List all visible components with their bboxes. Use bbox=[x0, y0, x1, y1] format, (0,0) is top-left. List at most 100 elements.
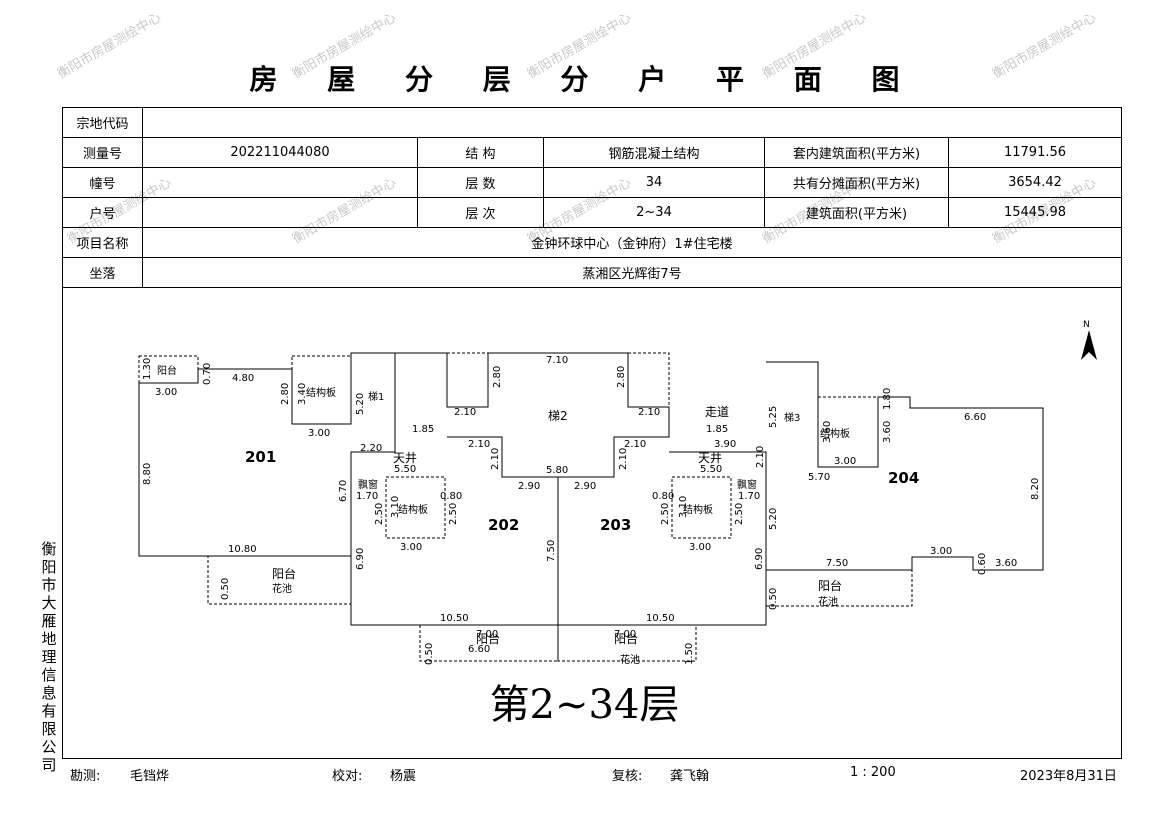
dim-label: 2.10 bbox=[755, 446, 766, 468]
company-name: 衡阳市大雁地理信息有限公司 bbox=[41, 540, 57, 774]
reviewer-name: 龚飞翰 bbox=[670, 769, 710, 784]
unit-201-label: 201 bbox=[245, 448, 276, 466]
dim-label: 2.80 bbox=[492, 366, 503, 388]
dim-label: 2.20 bbox=[360, 443, 382, 454]
dim-label: 2.50 bbox=[734, 503, 745, 525]
balcony-201-bottom bbox=[207, 555, 352, 605]
patio-label: 天井 bbox=[393, 451, 417, 465]
dim-label: 3.60 bbox=[822, 421, 833, 443]
dim-label: 7.50 bbox=[826, 558, 848, 569]
dim-label: 5.70 bbox=[808, 472, 830, 483]
wall-203 bbox=[558, 451, 767, 626]
unit-203-label: 203 bbox=[600, 516, 631, 534]
dim-label: 1.80 bbox=[882, 388, 893, 410]
stair3-label: 梯3 bbox=[784, 411, 800, 424]
flower-pool-label: 花池 bbox=[620, 653, 640, 666]
balcony-label: 阳台 bbox=[614, 631, 638, 646]
dim-label: 0.80 bbox=[440, 491, 462, 502]
dim-label: 0.50 bbox=[220, 578, 231, 600]
survey-label: 测量号 bbox=[62, 137, 143, 168]
dim-label: 1.30 bbox=[142, 358, 153, 380]
page-title: 房 屋 分 层 分 户 平 面 图 bbox=[249, 63, 920, 96]
reviewer-label: 复核: bbox=[612, 769, 643, 784]
dim-label: 3.00 bbox=[155, 387, 177, 398]
struct-board-label: 结构板 bbox=[683, 503, 713, 516]
struct-label: 结 构 bbox=[417, 137, 544, 168]
surveyor-label: 勘测: bbox=[70, 769, 101, 784]
dim-label: 10.50 bbox=[440, 613, 469, 624]
struct-board-label: 结构板 bbox=[398, 503, 428, 516]
dim-label: 10.80 bbox=[228, 544, 257, 555]
dim-label: 3.00 bbox=[308, 428, 330, 439]
dim-label: 2.50 bbox=[660, 503, 671, 525]
dim-label: 8.80 bbox=[142, 463, 153, 485]
bay-window-label: 飘窗 bbox=[737, 478, 757, 491]
dim-label: 6.60 bbox=[468, 644, 490, 655]
wall-202 bbox=[350, 452, 559, 626]
dim-label: 0.50 bbox=[768, 588, 779, 610]
dim-label: 0.70 bbox=[202, 363, 213, 385]
stair2-label: 梯2 bbox=[548, 409, 568, 423]
dim-label: 8.20 bbox=[1030, 478, 1041, 500]
dim-label: 1.70 bbox=[738, 491, 760, 502]
balcony-204-bottom bbox=[765, 569, 913, 607]
dim-label: 6.90 bbox=[754, 548, 765, 570]
balcony-201 bbox=[138, 355, 199, 384]
dim-label: 3.90 bbox=[714, 439, 736, 450]
dim-label: 3.00 bbox=[930, 546, 952, 557]
inner-area-label: 套内建筑面积(平方米) bbox=[764, 137, 949, 168]
struct-board-204 bbox=[817, 396, 879, 468]
struct-board-label: 结构板 bbox=[820, 427, 850, 440]
corridor-label: 走道 bbox=[705, 405, 729, 419]
dim-label: 5.25 bbox=[768, 406, 779, 428]
bay-window-label: 飘窗 bbox=[358, 478, 378, 491]
dim-label: 2.80 bbox=[616, 366, 627, 388]
dim-label: 10.50 bbox=[646, 613, 675, 624]
floor-label: 第2~34层 bbox=[489, 682, 680, 728]
unit-204-label: 204 bbox=[888, 469, 919, 487]
project-label: 项目名称 bbox=[62, 227, 143, 258]
dim-label: 2.90 bbox=[574, 481, 596, 492]
dim-label: 5.50 bbox=[394, 464, 416, 475]
balcony-label: 阳台 bbox=[272, 566, 296, 581]
inner-area-value: 11791.56 bbox=[948, 137, 1122, 168]
dim-label: 3.60 bbox=[995, 558, 1017, 569]
dim-label: 2.80 bbox=[280, 383, 291, 405]
dim-label: 5.20 bbox=[768, 508, 779, 530]
dim-label: 2.10 bbox=[468, 439, 490, 450]
dim-label: 2.10 bbox=[454, 407, 476, 418]
dim-label: 6.70 bbox=[338, 480, 349, 502]
dim-label: 2.50 bbox=[448, 503, 459, 525]
dim-label: 6.90 bbox=[355, 548, 366, 570]
total-area-value: 15445.98 bbox=[948, 197, 1122, 228]
corridor-right bbox=[627, 352, 670, 408]
date: 2023年8月31日 bbox=[1020, 769, 1117, 784]
flower-pool-label: 花池 bbox=[272, 582, 292, 595]
dim-label: 5.20 bbox=[355, 393, 366, 415]
dim-label: 2.10 bbox=[618, 448, 629, 470]
struct-board-label: 结构板 bbox=[306, 386, 336, 399]
dim-label: 1.50 bbox=[684, 643, 695, 665]
dim-label: 6.60 bbox=[964, 412, 986, 423]
dim-label: 7.00 bbox=[614, 629, 636, 640]
dim-label: 0.60 bbox=[977, 553, 988, 575]
unit-label: 户号 bbox=[62, 197, 143, 228]
building-value bbox=[142, 167, 418, 198]
dim-label: 2.10 bbox=[490, 448, 501, 470]
dim-label: 3.00 bbox=[834, 456, 856, 467]
corridor-left bbox=[446, 352, 489, 408]
location-value: 蒸湘区光辉街7号 bbox=[142, 257, 1122, 288]
dim-label: 3.00 bbox=[400, 542, 422, 553]
surveyor-name: 毛铛烨 bbox=[130, 769, 170, 784]
unit-202-label: 202 bbox=[488, 516, 519, 534]
location-label: 坐落 bbox=[62, 257, 143, 288]
wall-204 bbox=[766, 361, 1044, 571]
dim-label: 3.10 bbox=[390, 496, 401, 518]
dim-label: 3.00 bbox=[689, 542, 711, 553]
dim-label: 2.10 bbox=[624, 439, 646, 450]
north-arrow-icon bbox=[1081, 330, 1097, 360]
balcony-label: 阳台 bbox=[157, 364, 177, 377]
dim-label: 3.10 bbox=[678, 496, 689, 518]
shared-area-label: 共有分摊面积(平方米) bbox=[764, 167, 949, 198]
